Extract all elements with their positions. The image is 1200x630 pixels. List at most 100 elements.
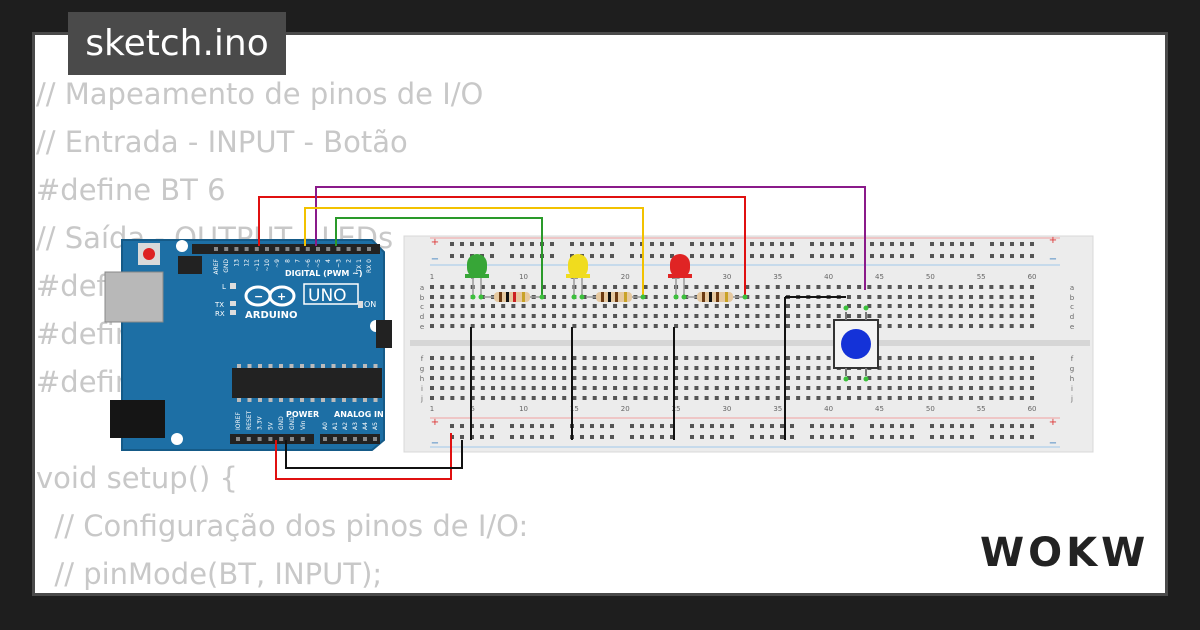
column-number: 50 <box>926 405 935 413</box>
digital-pin-label: GND <box>223 259 230 273</box>
l-label: L <box>222 283 226 291</box>
rx-label: RX <box>215 310 225 318</box>
row-letter: g <box>1070 365 1074 373</box>
column-number: 35 <box>773 273 782 281</box>
digital-pin-label: 12 <box>244 259 251 267</box>
row-letter: i <box>421 385 423 393</box>
digital-pin-label: ~11 <box>254 259 261 272</box>
column-number: 20 <box>621 405 630 413</box>
power-pin-label: GND <box>278 416 285 430</box>
row-letter: f <box>421 355 424 363</box>
digital-pin-label: ~5 <box>315 259 322 268</box>
mount-hole <box>176 240 188 252</box>
power-pin-label: IOREF <box>235 412 242 430</box>
power-header-label: POWER <box>286 410 319 419</box>
rail-polarity-mark: + <box>1049 417 1057 428</box>
column-number: 5 <box>470 405 474 413</box>
analog-pin-label: A0 <box>322 422 329 430</box>
svg-text:+: + <box>277 290 286 303</box>
digital-pin-label: AREF <box>213 258 220 274</box>
column-number: 45 <box>875 273 884 281</box>
svg-text:−: − <box>254 290 263 303</box>
breadboard: 1155101015152020252530303535404045455050… <box>403 235 1094 453</box>
row-letter: e <box>420 323 424 331</box>
uno-label-box <box>303 283 359 305</box>
rx-led <box>230 310 236 315</box>
icsp-header <box>178 256 202 274</box>
analog-pin-label: A3 <box>352 422 359 430</box>
column-number: 1 <box>430 273 434 281</box>
led-yellow[interactable] <box>566 254 590 295</box>
analog-header <box>320 434 380 444</box>
code-line: #define BT 6 <box>36 173 226 207</box>
wire-purple-pin6 <box>315 186 866 290</box>
resistor-2[interactable] <box>586 292 641 302</box>
rail-polarity-mark: − <box>1049 254 1057 265</box>
row-letter: j <box>1070 395 1073 403</box>
uno-label: UNO <box>308 286 347 306</box>
row-letter: b <box>1070 294 1075 302</box>
code-line: // Mapeamento de pinos de I/O <box>36 77 484 111</box>
row-letter: f <box>1071 355 1074 363</box>
column-number: 55 <box>977 273 986 281</box>
digital-pin-label: 2 <box>346 259 353 263</box>
row-letter: h <box>1070 375 1074 383</box>
code-line: void setup() { <box>36 461 238 495</box>
on-led <box>358 301 363 308</box>
analog-pin-label: A4 <box>362 422 369 430</box>
analog-header-label: ANALOG IN <box>334 410 384 419</box>
led-red[interactable] <box>668 254 692 295</box>
file-tab[interactable]: sketch.ino <box>68 12 286 75</box>
column-number: 10 <box>519 273 528 281</box>
column-number: 15 <box>570 405 579 413</box>
rail-polarity-mark: − <box>1049 438 1057 449</box>
digital-pin-label: ~10 <box>264 259 271 272</box>
led-green[interactable] <box>465 254 489 295</box>
wokwi-logo-text: WOKWi <box>980 530 1148 576</box>
breadboard-column-numbers: 1155101015152020252530303535404045455050… <box>430 273 1037 413</box>
digital-pin-label: 8 <box>284 259 291 263</box>
push-button-cap[interactable] <box>841 329 871 359</box>
digital-pin-label: ~9 <box>274 259 281 268</box>
digital-pin-label: ~3 <box>335 259 342 268</box>
column-number: 50 <box>926 273 935 281</box>
wire-red-pin11 <box>258 196 746 297</box>
power-pin-label: GND <box>289 416 296 430</box>
wire-green-pin5 <box>335 217 543 297</box>
code-line: // pinMode(BT, INPUT); <box>36 557 383 591</box>
code-line: // Entrada - INPUT - Botão <box>36 125 408 159</box>
tx-label: TX <box>214 301 224 309</box>
chip-pins <box>237 364 378 402</box>
push-button[interactable] <box>833 312 879 376</box>
digital-header-label: DIGITAL (PWM ~) <box>285 269 363 278</box>
mount-hole <box>171 433 183 445</box>
column-number: 10 <box>519 405 528 413</box>
wires <box>258 186 866 480</box>
analog-pin-label: A1 <box>332 422 339 430</box>
row-letter: a <box>420 284 424 292</box>
arduino-brand-label: ARDUINO <box>245 310 297 321</box>
rail-polarity-mark: + <box>1049 235 1057 246</box>
column-number: 60 <box>1028 405 1037 413</box>
code-line: // Configuração dos pinos de I/O: <box>36 509 529 543</box>
wokwi-logo[interactable]: WOKWi <box>976 524 1148 576</box>
usb-port <box>104 271 164 323</box>
wire-yellow-pin7 <box>304 207 644 297</box>
resistor-1[interactable] <box>484 292 540 302</box>
row-letter: j <box>420 395 423 403</box>
column-number: 20 <box>621 273 630 281</box>
resistor-3[interactable] <box>687 292 743 302</box>
row-letter: c <box>1070 303 1074 311</box>
l-led <box>230 283 236 289</box>
power-jack <box>110 400 165 438</box>
reset-button[interactable] <box>143 248 155 260</box>
digital-pin-label: 7 <box>295 259 302 263</box>
atmega-chip <box>232 368 382 398</box>
icsp-header-right <box>376 320 392 348</box>
rail-polarity-mark: − <box>431 438 439 449</box>
